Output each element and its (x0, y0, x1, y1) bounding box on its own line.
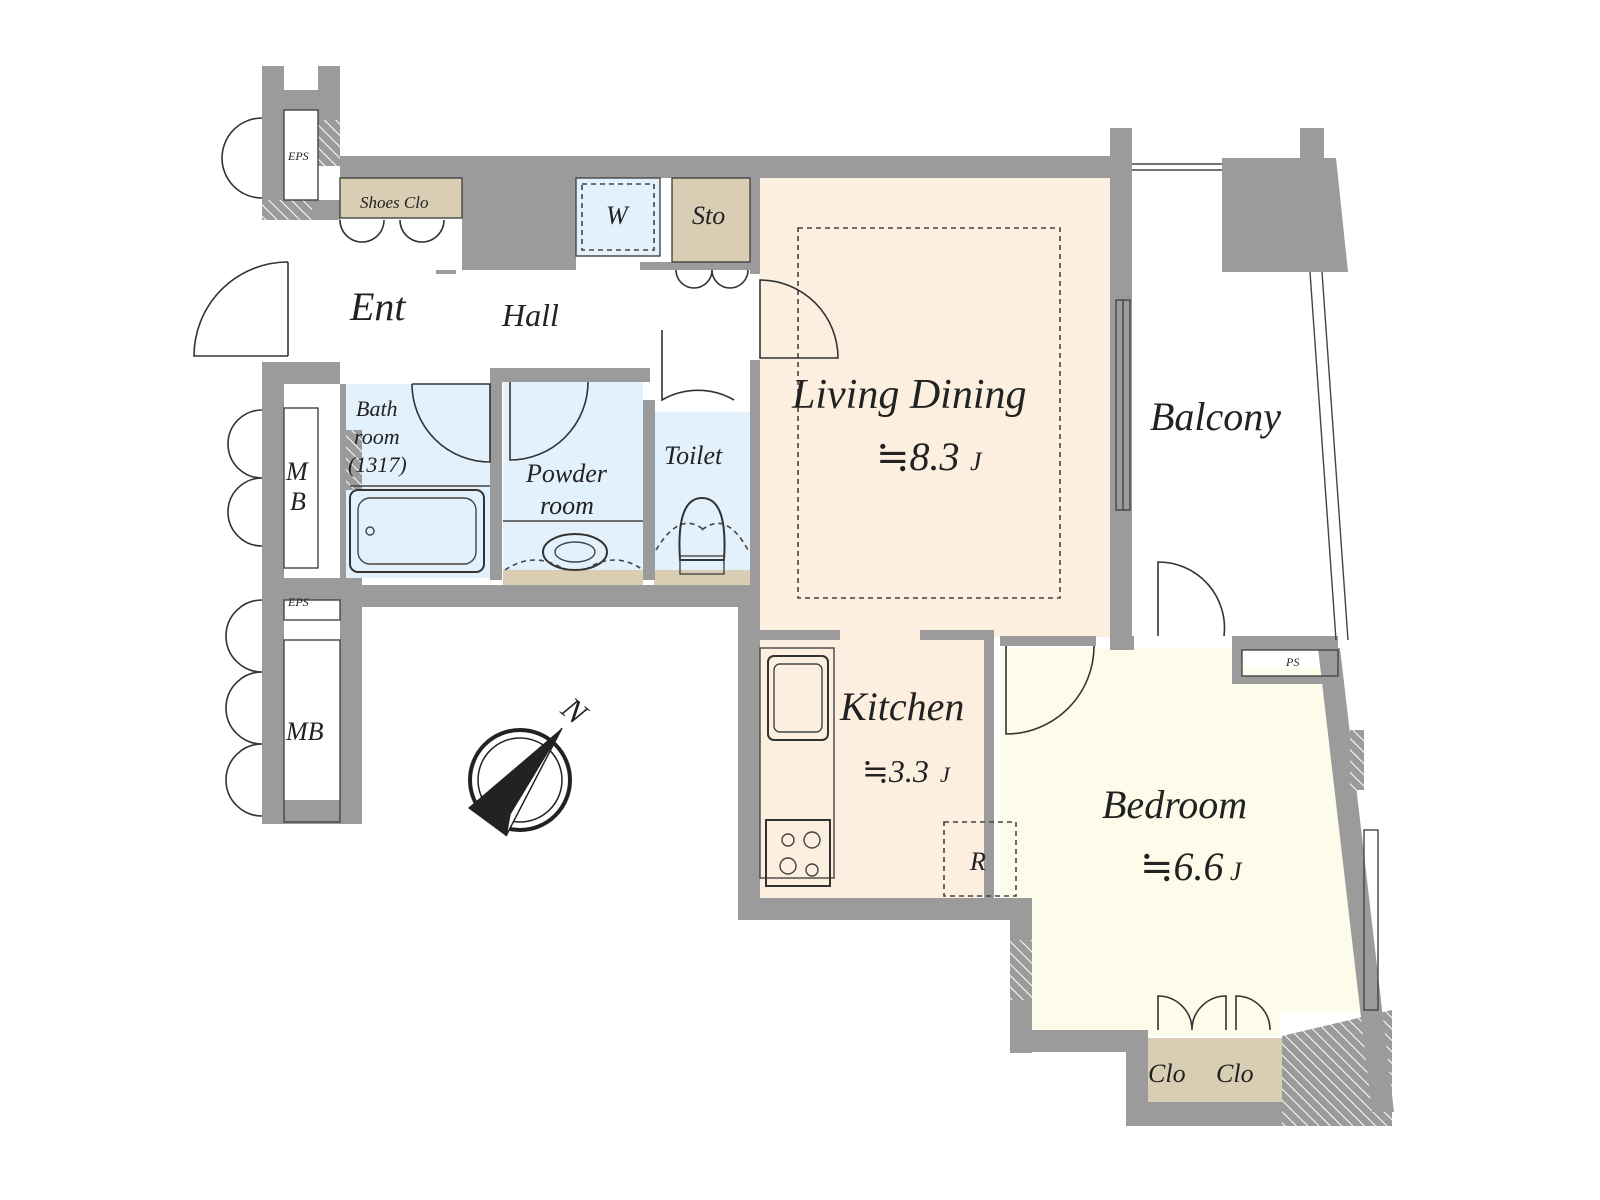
walls (262, 66, 1394, 1126)
refrigerator-label: R (969, 847, 986, 876)
kitchen-unit: J (940, 762, 951, 787)
powder-label-2: room (540, 491, 594, 520)
hall-label: Hall (501, 297, 559, 333)
living-dining-area: ≒8.3 (876, 434, 960, 479)
sto-label: Sto (692, 201, 725, 230)
room-fills (340, 178, 1370, 1102)
closet-right-floor (1196, 1038, 1282, 1102)
closet-left-floor (1146, 1038, 1196, 1102)
eps-lower-label: EPS (287, 595, 309, 609)
mb-upper-label-2: B (290, 487, 306, 516)
kitchen-label: Kitchen (839, 684, 964, 729)
compass-needle-icon (468, 728, 562, 836)
bathtub (349, 489, 485, 573)
shoes-clo-label: Shoes Clo (360, 193, 428, 212)
bathroom-label-1: Bath (356, 396, 398, 421)
bedroom-unit: J (1230, 857, 1243, 886)
ent-label: Ent (349, 284, 406, 329)
eps-upper-label: EPS (287, 149, 309, 163)
mb-upper-label-1: M (285, 457, 309, 486)
balcony-label: Balcony (1150, 394, 1281, 439)
toilet-counter (654, 570, 750, 585)
bathroom-label-2: room (354, 424, 400, 449)
toilet-label: Toilet (664, 441, 723, 470)
refrigerator-space (943, 821, 1017, 897)
compass: N (468, 689, 596, 837)
washer-floor (576, 178, 660, 256)
bathroom-floor (344, 384, 490, 578)
sink (542, 533, 608, 571)
fixtures (349, 163, 1379, 1011)
bedroom-floor (1000, 648, 1370, 1035)
bedroom-label: Bedroom (1102, 782, 1247, 827)
ps-label: PS (1285, 655, 1299, 669)
stove (765, 819, 831, 887)
mb-lower-label: MB (285, 717, 324, 746)
vanity-counter (503, 570, 643, 585)
living-dining-floor (760, 178, 1114, 637)
clo-right-label: Clo (1216, 1059, 1254, 1088)
bathroom-label-3: (1317) (348, 452, 407, 477)
doors (193, 117, 1271, 1031)
room-labels: Ent Hall Shoes Clo W Sto Bath room (1317… (285, 149, 1299, 1088)
ld-rug (797, 227, 1061, 599)
clo-left-label: Clo (1148, 1059, 1186, 1088)
shoes-closet-floor (340, 178, 462, 218)
toilet-bowl (678, 496, 726, 561)
storage-floor (672, 178, 750, 262)
kitchen-sink (767, 655, 829, 741)
powder-label-1: Powder (525, 459, 608, 488)
bedroom-area: ≒6.6 (1140, 844, 1224, 889)
w-label: W (606, 201, 630, 230)
kitchen-area: ≒3.3 (862, 753, 929, 789)
living-dining-unit: J (970, 447, 983, 476)
compass-north-label: N (554, 689, 596, 732)
living-dining-label: Living Dining (791, 372, 1027, 418)
powder-room-floor (503, 380, 643, 585)
room-outlines (283, 109, 1339, 823)
